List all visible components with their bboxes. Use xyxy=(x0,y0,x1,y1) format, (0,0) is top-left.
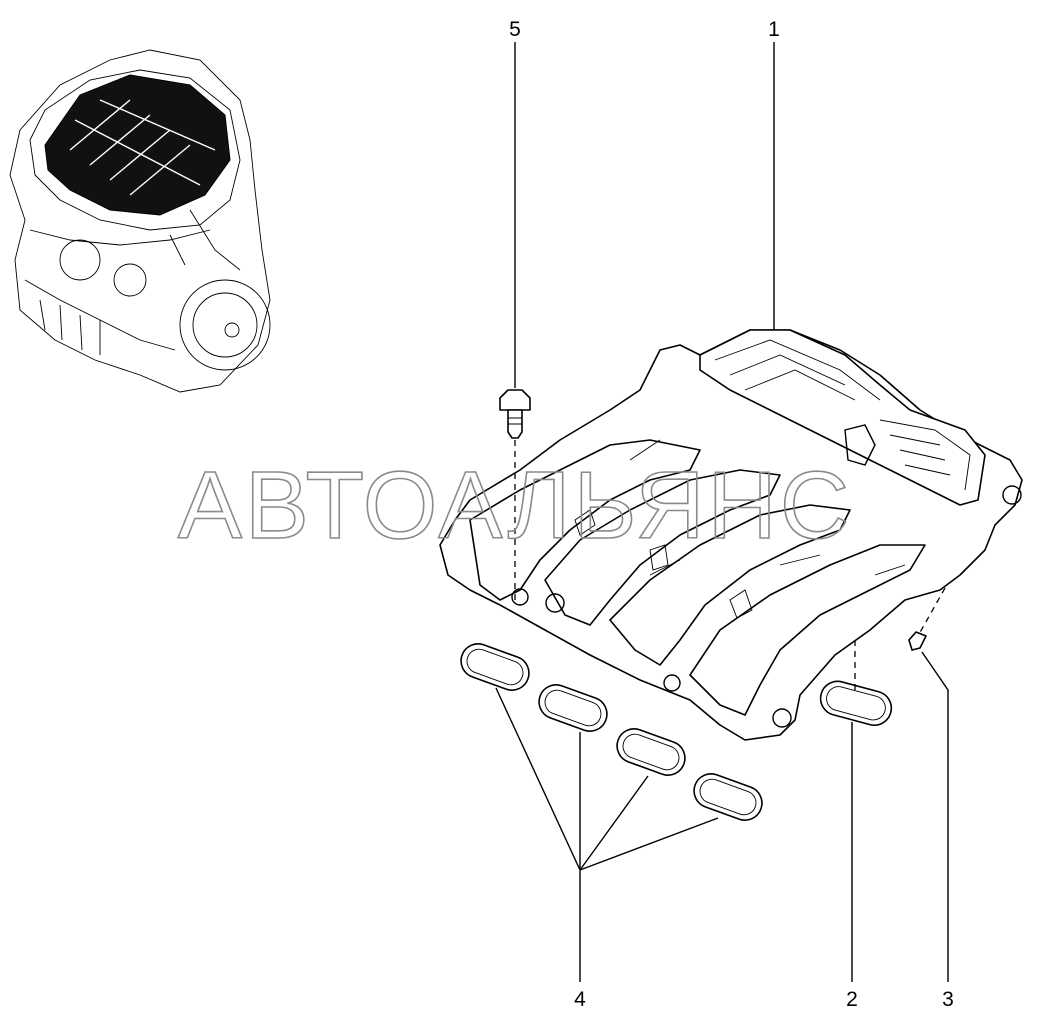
dowel-pin-part xyxy=(908,631,927,651)
callout-2: 2 xyxy=(846,988,858,1011)
leader-lines xyxy=(495,42,949,982)
port-gaskets xyxy=(460,643,763,821)
callout-3: 3 xyxy=(942,988,954,1011)
callout-1: 1 xyxy=(768,18,780,41)
engine-thumbnail xyxy=(9,49,271,393)
bolt-part xyxy=(499,389,531,439)
callout-4: 4 xyxy=(574,988,586,1011)
throttle-gasket xyxy=(819,680,893,726)
intake-manifold xyxy=(439,329,1023,741)
callout-5: 5 xyxy=(509,18,521,41)
pin-axis-line xyxy=(917,587,946,637)
watermark: АВТОАЛЬЯНС xyxy=(178,452,852,559)
